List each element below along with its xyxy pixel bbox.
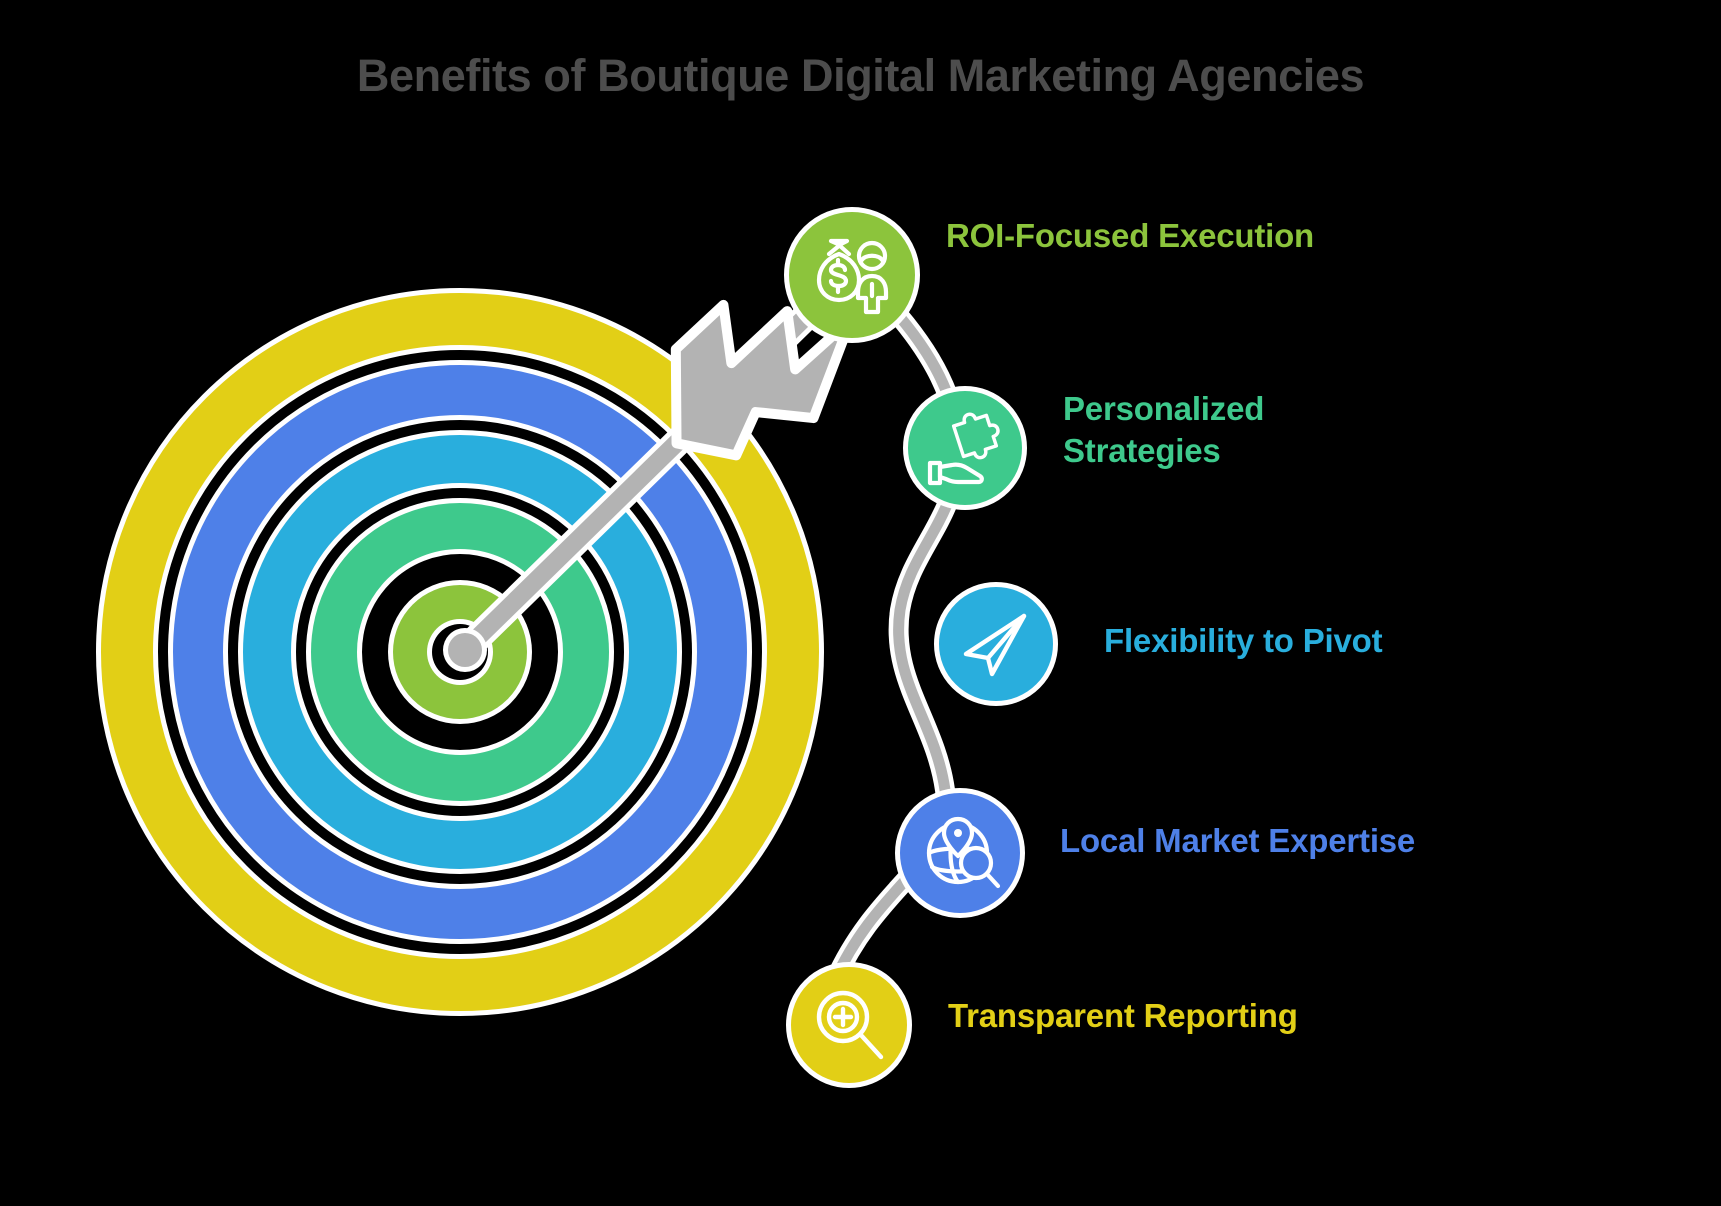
- page-title: Benefits of Boutique Digital Marketing A…: [356, 50, 1365, 101]
- bullseye-target: [96, 280, 856, 1016]
- globe-location-search-icon: [926, 816, 1001, 889]
- benefit-label-local-market-expertise: Local Market Expertise: [1060, 822, 1416, 859]
- benefit-node-roi-focused-execution[interactable]: [784, 207, 920, 343]
- puzzle-piece-hand-icon: [927, 412, 1000, 486]
- arrow: [443, 280, 856, 672]
- benefit-label-flexibility-to-pivot: Flexibility to Pivot: [1104, 622, 1383, 659]
- benefit-node-transparent-reporting[interactable]: [786, 962, 912, 1088]
- benefit-node-flexibility-to-pivot[interactable]: [934, 582, 1058, 706]
- money-bag-person-icon: [816, 238, 889, 315]
- benefit-label-personalized-strategies: Personalized Strategies: [1063, 390, 1265, 470]
- benefit-node-local-market-expertise[interactable]: [895, 788, 1025, 918]
- benefit-label-transparent-reporting: Transparent Reporting: [948, 997, 1298, 1034]
- paper-plane-icon: [963, 613, 1027, 677]
- benefit-label-roi-focused-execution: ROI-Focused Execution: [946, 217, 1315, 254]
- magnifier-plus-icon: [816, 990, 884, 1060]
- benefit-node-personalized-strategies[interactable]: [903, 386, 1027, 510]
